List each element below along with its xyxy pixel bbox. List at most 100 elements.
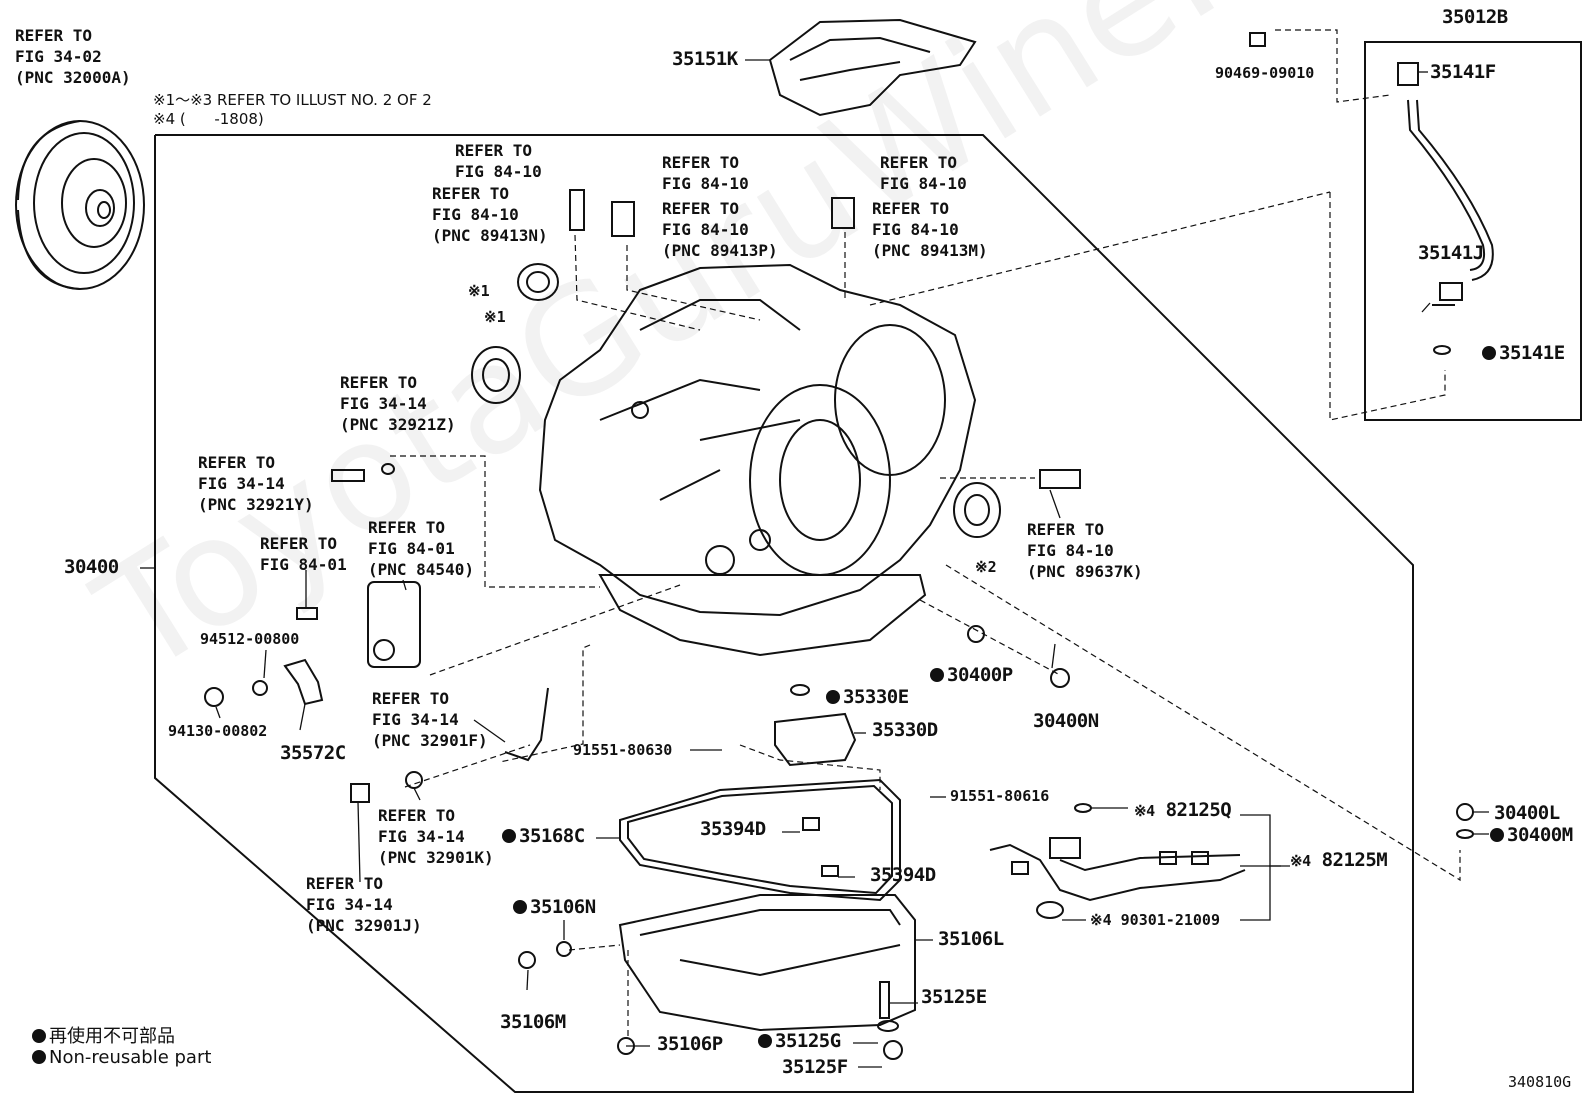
part-35330d[interactable]: 35330D bbox=[872, 719, 938, 741]
refer-plug-32921y: REFER TO FIG 34-14 (PNC 32921Y) bbox=[198, 453, 314, 514]
sensor-89413n bbox=[569, 189, 585, 231]
union-drawing bbox=[1432, 282, 1463, 306]
breather-hose-drawing bbox=[1407, 99, 1486, 271]
washer-35106n bbox=[556, 941, 572, 957]
refer-bolt-32901j: REFER TO FIG 34-14 (PNC 32901J) bbox=[306, 874, 422, 935]
figure-code: 340810G bbox=[1508, 1073, 1572, 1091]
part-82125q[interactable]: ※4 82125Q bbox=[1134, 799, 1232, 821]
part-35106p[interactable]: 35106P bbox=[657, 1033, 723, 1055]
part-35106n[interactable]: 35106N bbox=[513, 896, 596, 918]
part-91551-80630[interactable]: 91551-80630 bbox=[573, 741, 673, 759]
legend-en: Non-reusable part bbox=[32, 1047, 211, 1068]
gasket-35141e bbox=[1433, 345, 1451, 355]
washer-94512 bbox=[252, 680, 268, 696]
refer-bolt-b: REFER TO FIG 84-10 bbox=[662, 153, 749, 193]
part-35106m[interactable]: 35106M bbox=[500, 1011, 566, 1033]
assembly-outline bbox=[154, 134, 1414, 1093]
part-30400n[interactable]: 30400N bbox=[1033, 710, 1099, 732]
non-reusable-dot bbox=[1482, 346, 1496, 360]
legend-dot bbox=[32, 1050, 46, 1064]
part-35125f[interactable]: 35125F bbox=[782, 1056, 848, 1078]
plug-35106m bbox=[518, 951, 536, 969]
part-35106l[interactable]: 35106L bbox=[938, 928, 1004, 950]
gasket-35125g bbox=[877, 1020, 899, 1032]
part-94130-00802[interactable]: 94130-00802 bbox=[168, 722, 268, 740]
part-30400m[interactable]: 30400M bbox=[1490, 824, 1573, 846]
oring-90301 bbox=[1036, 901, 1064, 919]
bolt-32901j bbox=[350, 783, 370, 803]
marker-2: ※2 bbox=[975, 558, 997, 576]
shift-lever-35572c bbox=[283, 658, 324, 706]
part-35394d-a[interactable]: 35394D bbox=[700, 818, 766, 840]
breather-plug-drawing bbox=[1397, 62, 1419, 86]
part-35012b[interactable]: 35012B bbox=[1442, 6, 1508, 28]
oil-seal-1a bbox=[517, 263, 559, 301]
legend-jp: 再使用不可部品 bbox=[32, 1022, 175, 1048]
non-reusable-dot bbox=[513, 900, 527, 914]
oil-seal-2 bbox=[953, 482, 1001, 538]
sensor-89413m bbox=[831, 197, 855, 229]
part-35141j[interactable]: 35141J bbox=[1418, 242, 1484, 264]
speed-sensor-89637k bbox=[1039, 469, 1081, 489]
oil-pan-drawing bbox=[618, 894, 916, 1032]
oil-strainer-drawing bbox=[774, 712, 857, 767]
refer-sensor-n: REFER TO FIG 84-10 (PNC 89413N) bbox=[432, 184, 548, 245]
sensor-89413p bbox=[611, 201, 635, 237]
switch-84540-drawing bbox=[367, 581, 421, 668]
oring-32921z bbox=[381, 463, 395, 475]
heat-insulator-drawing bbox=[768, 18, 977, 117]
part-35394d-b[interactable]: 35394D bbox=[870, 864, 936, 886]
plug-30400l bbox=[1456, 803, 1474, 821]
kit-35012b-box bbox=[1364, 41, 1582, 421]
refer-torque-converter: REFER TO FIG 34-02 (PNC 32000A) bbox=[15, 26, 131, 87]
marker-1b: ※1 bbox=[484, 308, 506, 326]
marker-1a: ※1 bbox=[468, 282, 490, 300]
plug-35125f bbox=[883, 1040, 903, 1060]
note-code-4: ※4 ( -1808) bbox=[153, 110, 264, 128]
part-90469-09010[interactable]: 90469-09010 bbox=[1215, 64, 1315, 82]
part-35125g[interactable]: 35125G bbox=[758, 1030, 841, 1052]
non-reusable-dot bbox=[758, 1034, 772, 1048]
gasket-35330e bbox=[790, 684, 810, 696]
bolt-35125e bbox=[879, 981, 890, 1019]
refer-tube-32901f: REFER TO FIG 34-14 (PNC 32901F) bbox=[372, 689, 488, 750]
non-reusable-dot bbox=[502, 829, 516, 843]
tube-32901f bbox=[504, 687, 549, 762]
non-reusable-dot bbox=[1490, 828, 1504, 842]
part-82125m[interactable]: ※4 82125M bbox=[1290, 849, 1388, 871]
refer-oring-32921z: REFER TO FIG 34-14 (PNC 32921Z) bbox=[340, 373, 456, 434]
refer-washer-32901k: REFER TO FIG 34-14 (PNC 32901K) bbox=[378, 806, 494, 867]
part-30400p[interactable]: 30400P bbox=[930, 664, 1013, 686]
refer-switch-84540: REFER TO FIG 84-01 (PNC 84540) bbox=[368, 518, 474, 579]
part-30400[interactable]: 30400 bbox=[64, 556, 119, 578]
non-reusable-dot bbox=[930, 668, 944, 682]
plug-32921y bbox=[331, 469, 365, 482]
part-35141f[interactable]: 35141F bbox=[1430, 61, 1496, 83]
oring-82125q bbox=[1074, 803, 1092, 813]
part-35151k[interactable]: 35151K bbox=[672, 48, 738, 70]
bolt-8401 bbox=[296, 607, 318, 620]
part-94512-00800[interactable]: 94512-00800 bbox=[200, 630, 300, 648]
part-35141e[interactable]: 35141E bbox=[1482, 342, 1565, 364]
nut-94130 bbox=[204, 687, 224, 707]
part-35330e[interactable]: 35330E bbox=[826, 686, 909, 708]
washer-30400p bbox=[967, 625, 985, 643]
note-illust-2: ※1～※3 REFER TO ILLUST NO. 2 OF 2 bbox=[153, 91, 432, 109]
part-90301-21009[interactable]: ※4 90301-21009 bbox=[1090, 911, 1220, 929]
oil-pan-gasket-drawing bbox=[619, 778, 901, 902]
refer-bolt-a: REFER TO FIG 84-10 bbox=[455, 141, 542, 181]
part-35572c[interactable]: 35572C bbox=[280, 742, 346, 764]
non-reusable-dot bbox=[826, 690, 840, 704]
legend-dot bbox=[32, 1029, 46, 1043]
part-35168c[interactable]: 35168C bbox=[502, 825, 585, 847]
part-30400l[interactable]: 30400L bbox=[1494, 802, 1560, 824]
magnet-35394d-b bbox=[821, 865, 839, 877]
part-35125e[interactable]: 35125E bbox=[921, 986, 987, 1008]
connector-90469 bbox=[1249, 32, 1266, 47]
gasket-30400m bbox=[1456, 829, 1474, 839]
part-91551-80616[interactable]: 91551-80616 bbox=[950, 787, 1050, 805]
refer-sensor-m: REFER TO FIG 84-10 (PNC 89413M) bbox=[872, 199, 988, 260]
refer-bolt-8401: REFER TO FIG 84-01 bbox=[260, 534, 347, 574]
transaxle-case-drawing bbox=[538, 263, 977, 657]
